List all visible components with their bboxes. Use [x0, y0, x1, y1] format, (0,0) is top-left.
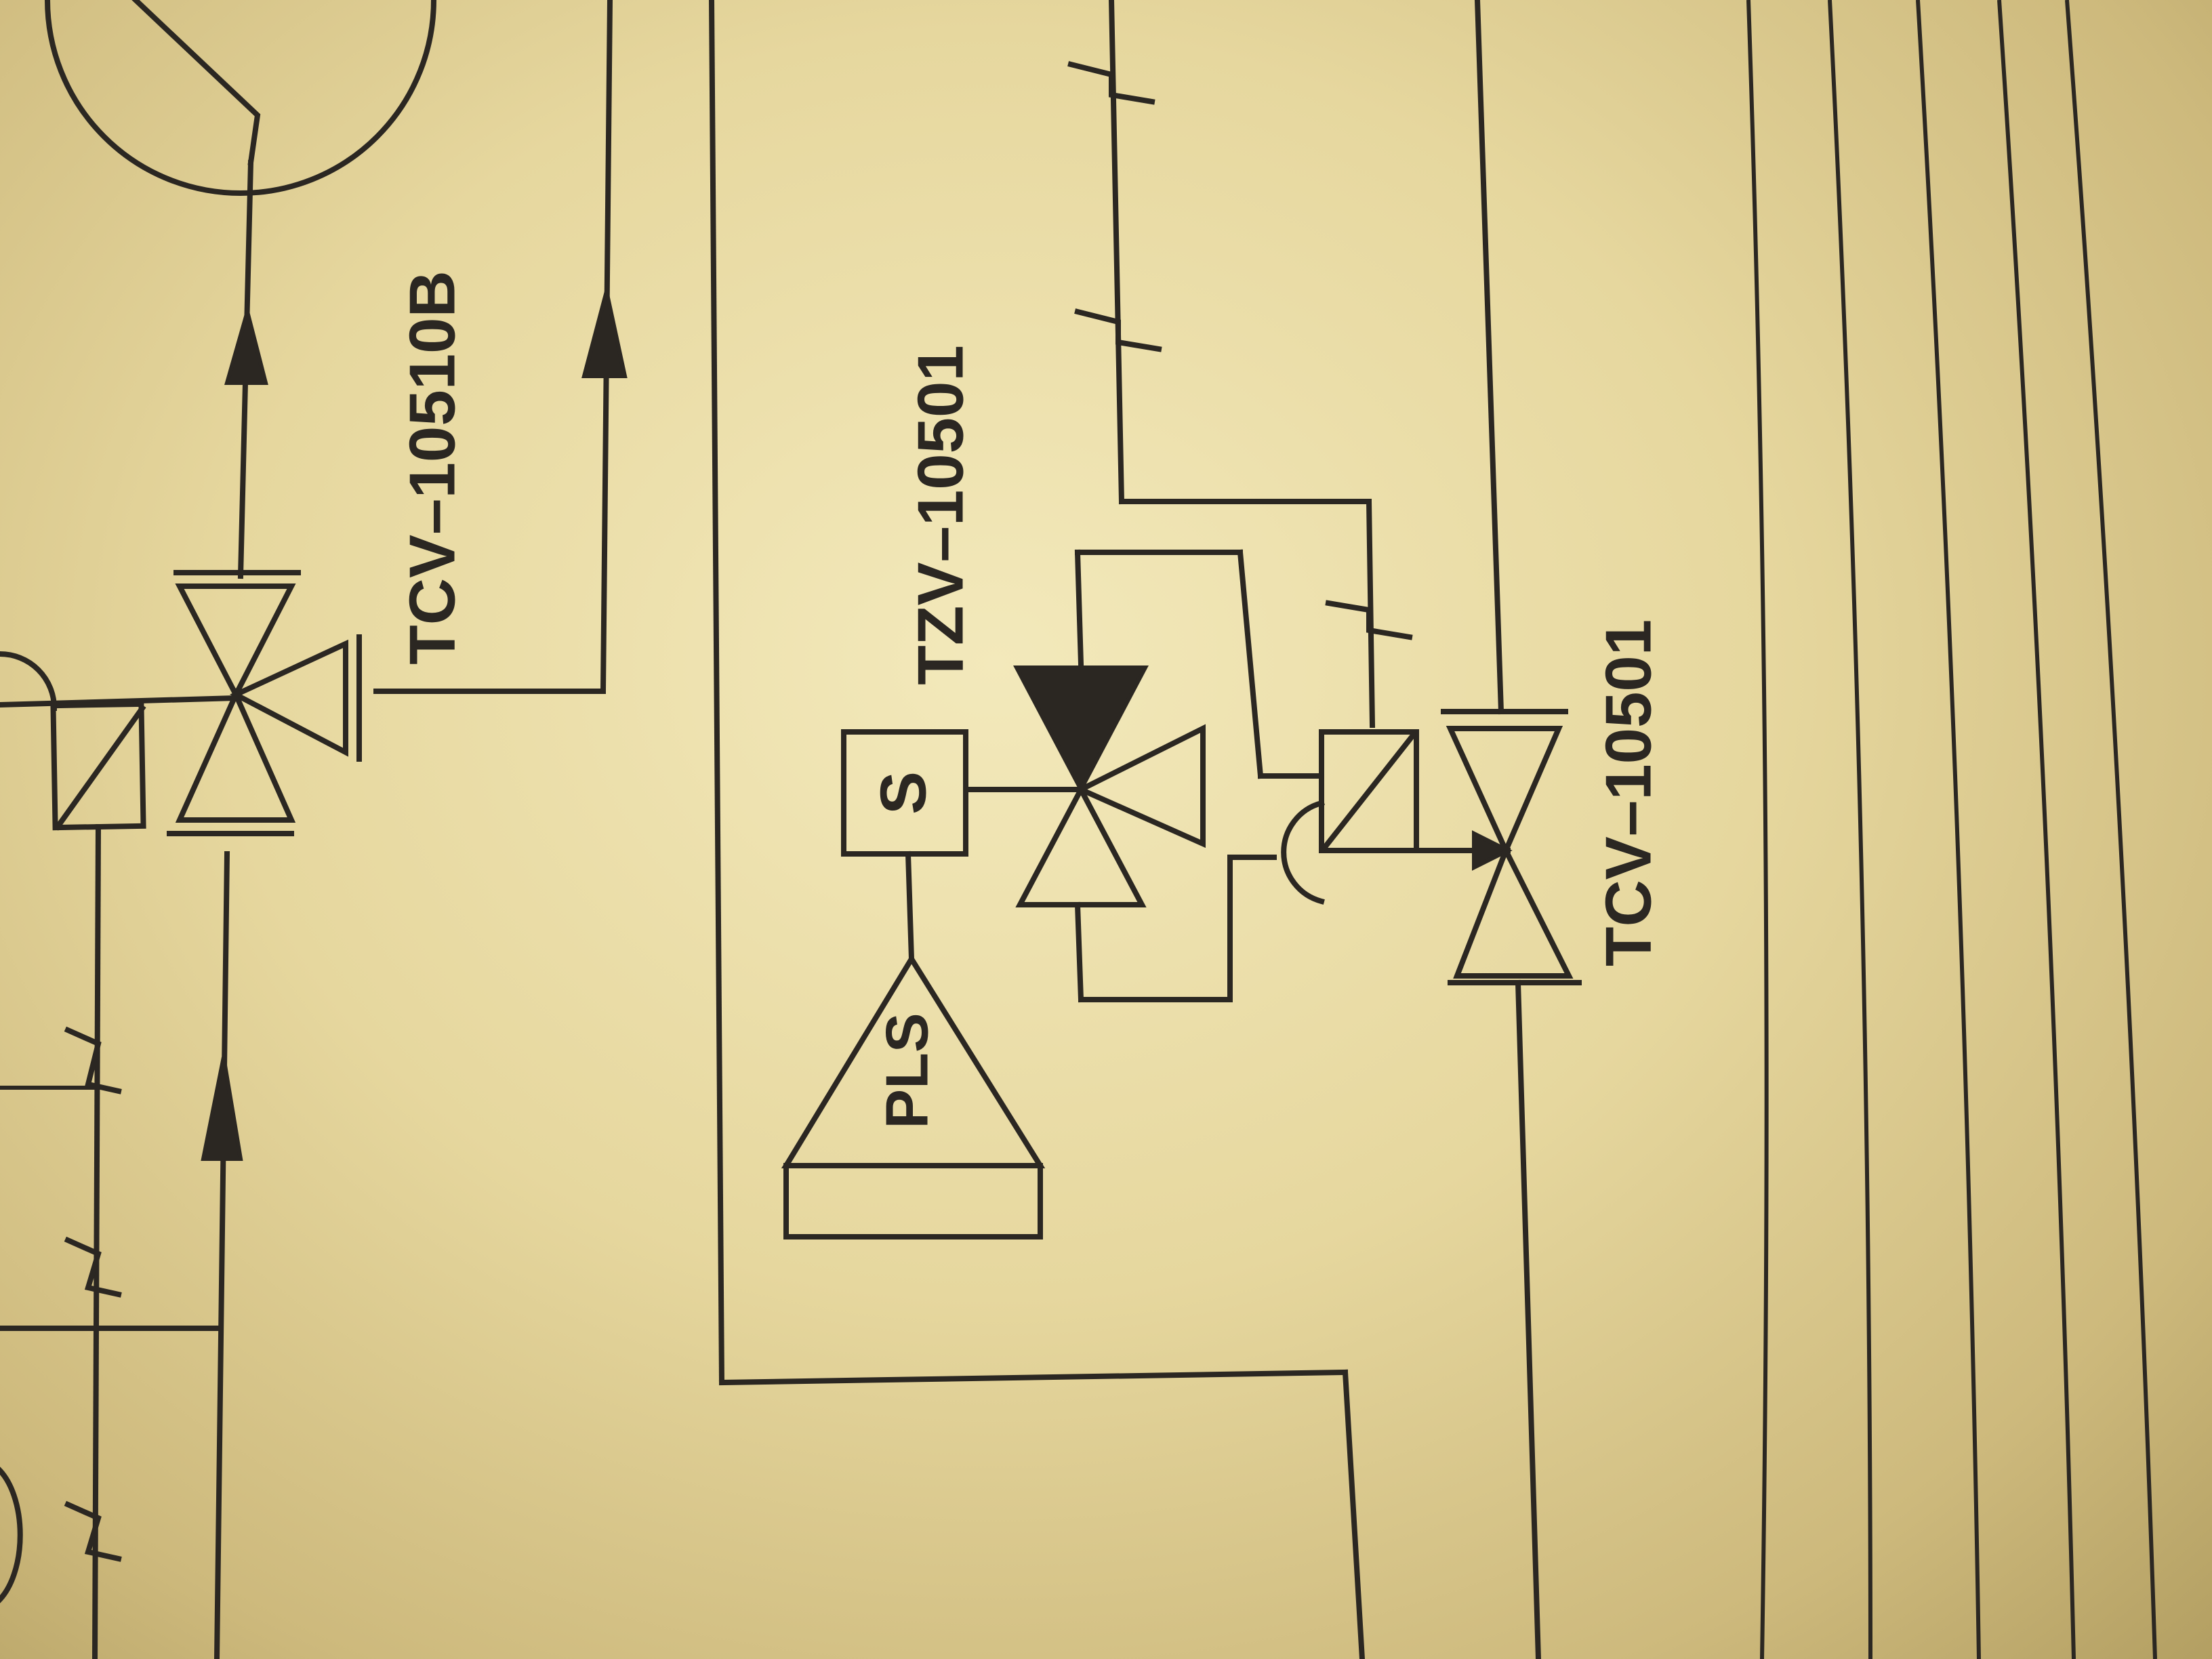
pls-label: PLS [873, 1012, 940, 1128]
actuator-tcv-10510b [0, 651, 239, 1659]
tag-tcv-10501: TCV–10501 [1592, 619, 1664, 966]
signal-line-breaks [0, 1026, 122, 1603]
flow-arrow-up-icon [224, 304, 268, 385]
actuator-tcv-10501 [1258, 729, 1513, 905]
valve-tcv-10501[interactable] [1441, 709, 1582, 985]
center-loop-line [708, 0, 1366, 1659]
pls-interlock[interactable]: PLS [781, 851, 1046, 1240]
flow-arrow-up-icon [581, 291, 628, 378]
left-process-line [0, 159, 268, 1659]
solenoid-box: S [841, 729, 1084, 857]
main-process-line [1474, 0, 1542, 1659]
flow-arrow-up-icon [201, 1057, 243, 1161]
tag-tzv-10501: TZV–10501 [904, 345, 977, 685]
solenoid-letter: S [867, 771, 939, 815]
vessel-symbol [44, 0, 437, 196]
upper-signal-line [1067, 0, 1413, 729]
valve-tcv-10510b[interactable] [167, 570, 362, 836]
tag-tcv-10510b: TCV–10510B [396, 270, 468, 665]
valve-tzv-10501[interactable] [1013, 549, 1277, 1003]
left-bypass-line [373, 0, 628, 695]
right-border-lines [1746, 0, 2157, 1659]
